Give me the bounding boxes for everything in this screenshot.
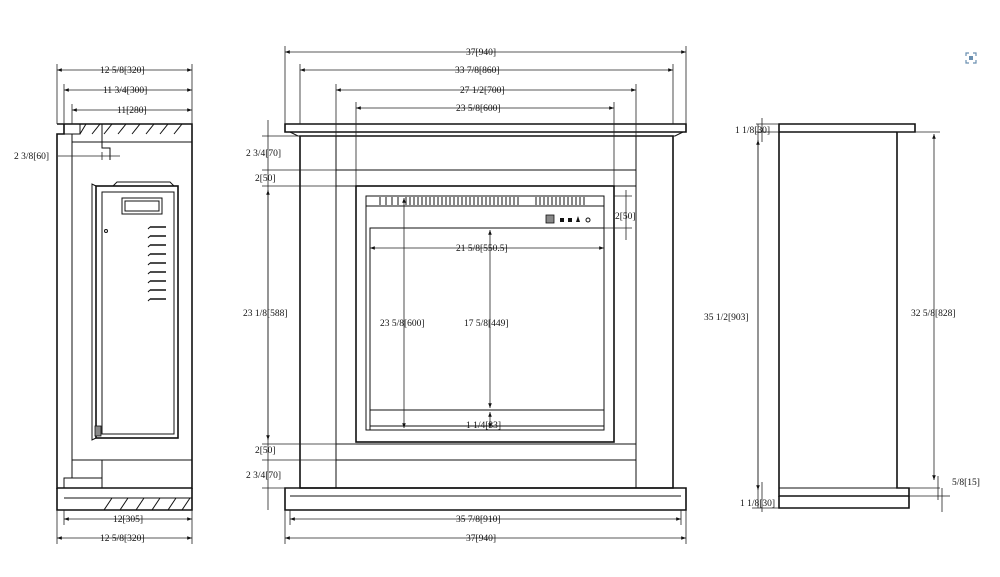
side-width-inner-label: 11[280] xyxy=(117,106,147,116)
side-width-top-label: 12 5/8[320] xyxy=(100,66,145,76)
right-foot-offset-label: 5/8[15] xyxy=(952,478,980,488)
right-top-cap-label: 1 1/8[30] xyxy=(735,126,770,136)
right-column-height-label: 32 5/8[828] xyxy=(911,309,956,319)
right-view: 1 1/8[30] 35 1/2[903] 32 5/8[828] 5/8[15… xyxy=(704,118,980,512)
front-base-total-label: 37[940] xyxy=(466,534,496,544)
side-view: 12 5/8[320] 11 3/4[300] 11[280] 2 3/8[60… xyxy=(14,64,193,544)
front-insert-width-label: 23 5/8[600] xyxy=(456,104,501,114)
front-glass-width-label: 21 5/8[550.5] xyxy=(456,244,508,254)
side-insert-offset-label: 2 3/8[60] xyxy=(14,152,49,162)
side-dim-lines xyxy=(56,64,193,544)
front-sill-height-label: 1 1/4[33] xyxy=(466,421,501,431)
front-lower-gap-label: 2[50] xyxy=(255,446,276,456)
front-upper-width-label: 33 7/8[860] xyxy=(455,66,500,76)
expand-icon-glyph xyxy=(965,52,977,64)
front-opening-height-label: 23 1/8[588] xyxy=(243,309,288,319)
front-bottom-height-label: 2 3/4[70] xyxy=(246,471,281,481)
side-width-mid-label: 11 3/4[300] xyxy=(103,86,147,96)
side-base-total-label: 12 5/8[320] xyxy=(100,534,145,544)
right-total-height-label: 35 1/2[903] xyxy=(704,313,749,323)
front-view: 37[940] 33 7/8[860] 27 1/2[700] 23 5/8[6… xyxy=(243,46,687,544)
side-base-width-label: 12[305] xyxy=(113,515,143,525)
front-dim-lines xyxy=(262,46,687,544)
front-opening-width-label: 27 1/2[700] xyxy=(460,86,505,96)
front-base-width-label: 35 7/8[910] xyxy=(456,515,501,525)
front-top-height-label: 2 3/4[70] xyxy=(246,149,281,159)
right-dim-lines xyxy=(752,118,950,512)
right-base-cap-label: 1 1/8[30] xyxy=(740,499,775,509)
front-top-width-label: 37[940] xyxy=(466,48,496,58)
front-glass-height-label: 17 5/8[449] xyxy=(464,319,509,329)
front-upper-gap-label: 2[50] xyxy=(255,174,276,184)
expand-icon[interactable] xyxy=(964,50,978,64)
front-insert-height-label: 23 5/8[600] xyxy=(380,319,425,329)
front-panel-offset-label: 2[50] xyxy=(615,212,636,222)
